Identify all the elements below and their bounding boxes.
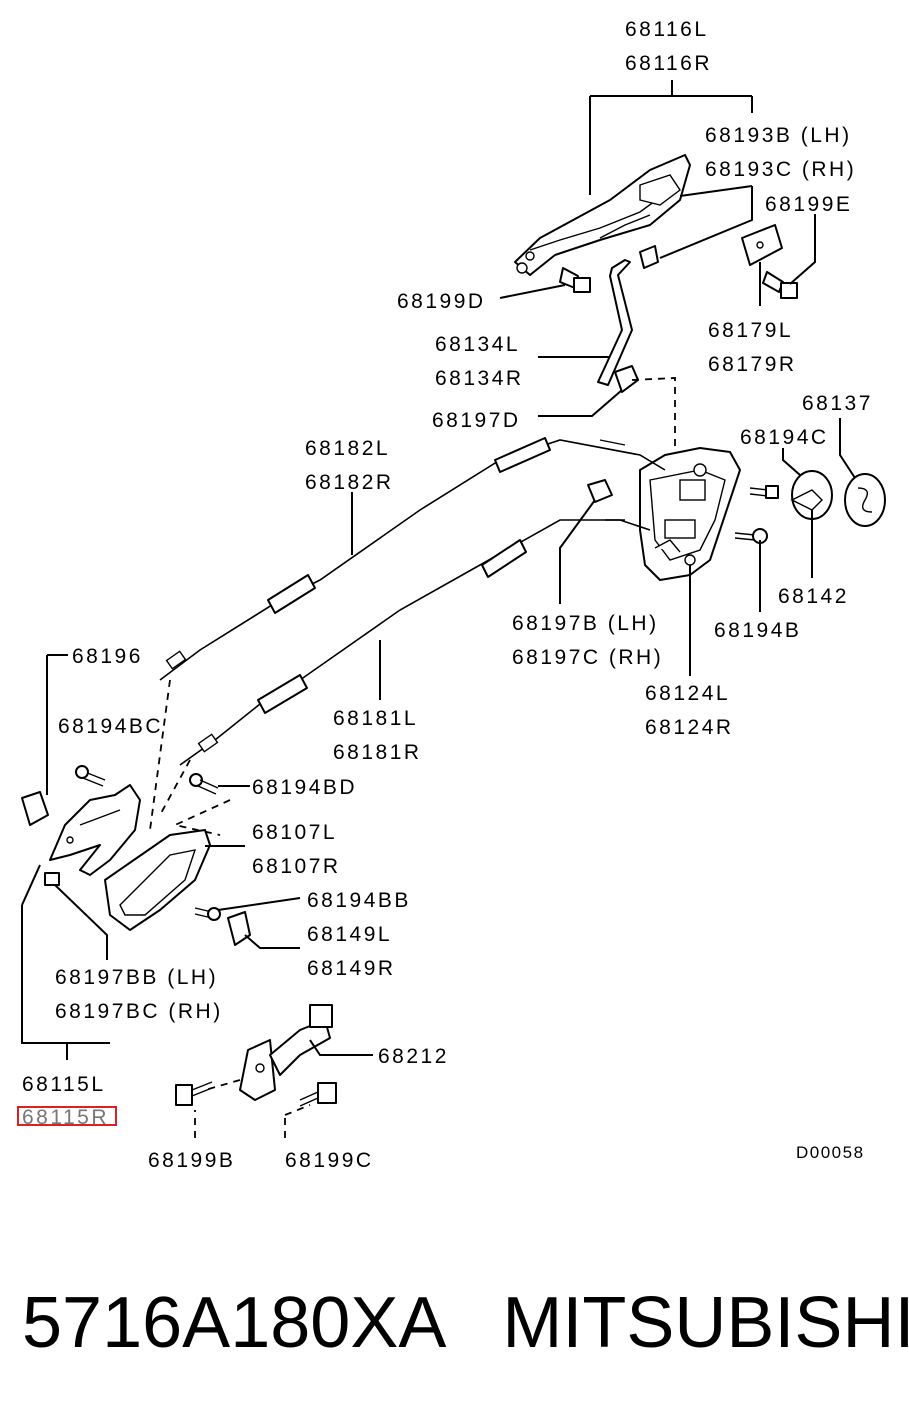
label-68197B: 68197B (LH) (512, 612, 659, 635)
screw-68194BB (194, 907, 221, 921)
label-68197C: 68197C (RH) (512, 646, 663, 669)
label-68134R: 68134R (435, 367, 524, 390)
label-68199B: 68199B (148, 1149, 235, 1172)
label-68193B: 68193B (LH) (705, 124, 852, 147)
label-68199E: 68199E (765, 193, 852, 216)
bezel-68107 (104, 829, 211, 931)
label-68115L: 68115L (22, 1073, 106, 1096)
outside-door-handle (514, 154, 691, 276)
label-68116R: 68116R (625, 52, 712, 75)
bracket-68179 (741, 224, 783, 266)
label-68194BC: 68194BC (58, 715, 163, 738)
label-68194B: 68194B (714, 619, 801, 642)
bolt-68199D (559, 267, 591, 293)
label-68107R: 68107R (252, 855, 341, 878)
label-68149L: 68149L (307, 923, 392, 946)
bolt-68199E (762, 271, 798, 299)
label-68149R: 68149R (307, 957, 396, 980)
label-68124R: 68124R (645, 716, 734, 739)
label-68179R: 68179R (708, 353, 797, 376)
screw-68194C (749, 485, 779, 499)
bolt-68199B (175, 1081, 213, 1106)
highlight-68115R (17, 1106, 117, 1126)
screw-68194BD (189, 773, 219, 795)
label-68193C: 68193C (RH) (705, 158, 856, 181)
label-68197BB: 68197BB (LH) (55, 966, 218, 989)
part-number-footer: 5716A180XA MITSUBISHI (22, 1283, 909, 1363)
label-68197D: 68197D (432, 409, 521, 432)
label-68107L: 68107L (252, 821, 337, 844)
label-68134L: 68134L (435, 333, 520, 356)
diagram-code: D00058 (796, 1143, 865, 1162)
label-68199D: 68199D (397, 290, 486, 313)
label-68124L: 68124L (645, 682, 730, 705)
clip-68196 (21, 791, 49, 826)
door-latch-68124 (639, 447, 741, 581)
label-68137: 68137 (802, 392, 873, 415)
clip-68197B (587, 479, 613, 503)
label-68182L: 68182L (305, 437, 390, 460)
label-68199C: 68199C (285, 1149, 374, 1172)
label-68194BD: 68194BD (252, 776, 357, 799)
leader-lines (21, 80, 856, 1138)
screw-68194B (734, 528, 768, 544)
part-labels: 68116L 68116R 68193B (LH) 68193C (RH) 68… (17, 18, 873, 1172)
label-68181L: 68181L (333, 707, 418, 730)
door-check-68212 (239, 1004, 333, 1101)
clip-68197BB (44, 872, 60, 886)
label-68182R: 68182R (305, 471, 394, 494)
clip-68193 (639, 245, 659, 269)
cable-68181 (179, 519, 651, 766)
cover-68149 (227, 911, 251, 946)
handle-base-68115 (49, 784, 141, 876)
cable-68182 (159, 437, 666, 681)
label-68197BC: 68197BC (RH) (55, 1000, 223, 1023)
label-68142: 68142 (778, 585, 849, 608)
bolt-68199C (299, 1082, 337, 1107)
label-68181R: 68181R (333, 741, 422, 764)
shim-68137 (844, 473, 886, 527)
label-68194C: 68194C (740, 426, 829, 449)
label-68179L: 68179L (708, 319, 793, 342)
label-68196: 68196 (72, 645, 143, 668)
label-68194BB: 68194BB (307, 889, 411, 912)
label-68116L: 68116L (625, 18, 709, 41)
rod-68134 (597, 259, 633, 386)
screw-68194BC (75, 765, 106, 787)
label-68115R: 68115R (22, 1106, 109, 1129)
label-68212: 68212 (378, 1045, 449, 1068)
